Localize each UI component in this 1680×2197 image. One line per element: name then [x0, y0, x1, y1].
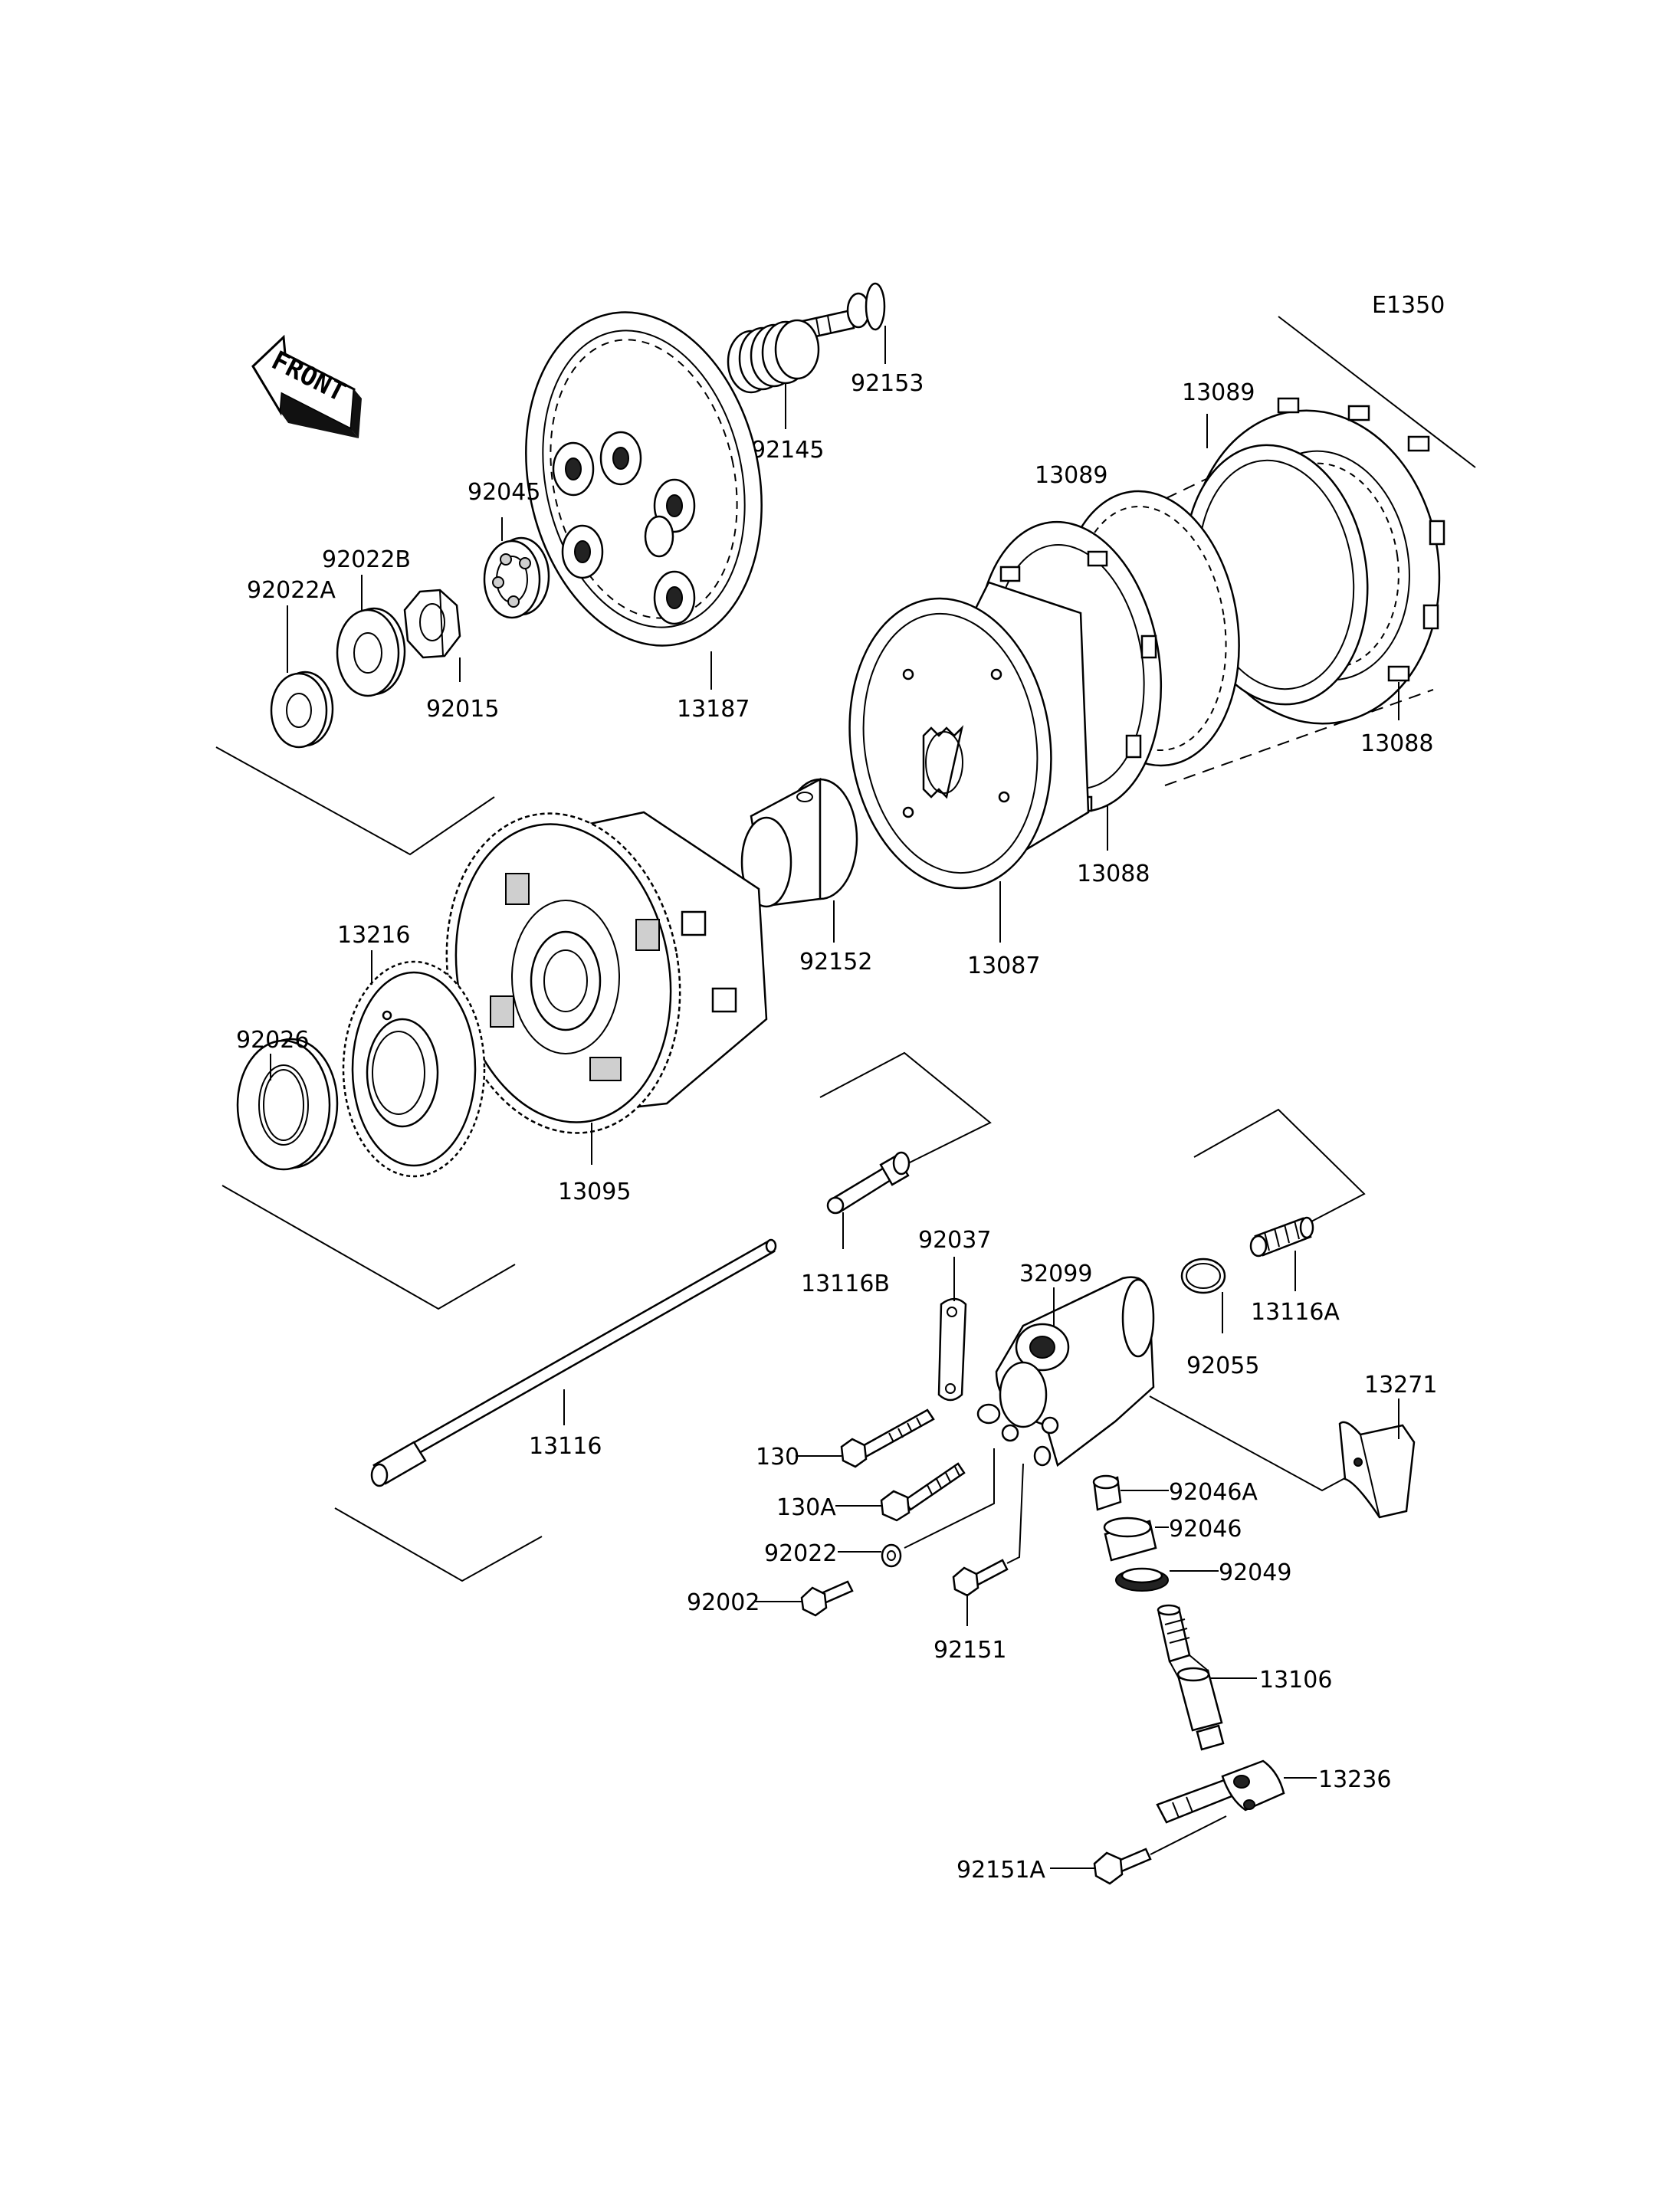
label-13095: 13095	[558, 1179, 631, 1205]
part-13106[interactable]	[1157, 1604, 1225, 1751]
part-92002[interactable]	[800, 1580, 854, 1617]
label-13087: 13087	[967, 953, 1040, 979]
label-13216: 13216	[337, 922, 410, 949]
label-92022B: 92022B	[322, 546, 411, 573]
part-92045[interactable]	[483, 536, 550, 619]
part-92151[interactable]	[952, 1559, 1009, 1597]
label-92055: 92055	[1186, 1353, 1259, 1379]
part-92152[interactable]	[740, 777, 858, 908]
label-92045: 92045	[468, 479, 540, 506]
label-13236: 13236	[1318, 1766, 1391, 1793]
label-13088-right: 13088	[1360, 730, 1433, 757]
part-92026[interactable]	[236, 1038, 339, 1171]
part-92046A[interactable]	[1092, 1474, 1122, 1511]
part-13216[interactable]	[342, 960, 486, 1178]
part-92015[interactable]	[403, 589, 461, 659]
label-13271: 13271	[1364, 1372, 1437, 1399]
part-130[interactable]	[840, 1408, 935, 1468]
label-13187: 13187	[677, 696, 750, 723]
label-92049: 92049	[1219, 1559, 1291, 1586]
front-arrow-icon: FRONT	[251, 334, 362, 438]
label-92046A: 92046A	[1169, 1479, 1258, 1506]
part-13116B[interactable]	[826, 1151, 911, 1215]
part-13116A[interactable]	[1249, 1216, 1314, 1258]
label-13116: 13116	[529, 1433, 602, 1460]
label-92151A: 92151A	[956, 1857, 1045, 1884]
part-92055[interactable]	[1180, 1258, 1226, 1294]
part-92151A[interactable]	[1093, 1848, 1152, 1885]
label-92153: 92153	[851, 370, 924, 397]
label-92015: 92015	[426, 696, 499, 723]
part-130A[interactable]	[880, 1462, 966, 1522]
label-92022A: 92022A	[247, 577, 336, 604]
part-13087[interactable]	[832, 581, 1090, 901]
label-32099: 32099	[1019, 1261, 1092, 1287]
label-13089-right: 13089	[1182, 379, 1255, 406]
part-13095[interactable]	[422, 795, 768, 1152]
part-92022B[interactable]	[336, 607, 406, 697]
label-130: 130	[756, 1444, 799, 1471]
label-92145: 92145	[751, 437, 824, 464]
part-92049[interactable]	[1115, 1567, 1169, 1592]
part-92145[interactable]	[727, 319, 820, 394]
part-92037[interactable]	[937, 1297, 967, 1402]
label-13106: 13106	[1259, 1667, 1332, 1694]
label-13116B: 13116B	[801, 1271, 890, 1297]
part-92022A[interactable]	[270, 671, 334, 749]
label-92026: 92026	[236, 1027, 309, 1054]
part-13187[interactable]	[497, 290, 792, 668]
part-13271[interactable]	[1338, 1421, 1416, 1519]
label-92151: 92151	[934, 1637, 1006, 1664]
label-13089-middle: 13089	[1035, 462, 1107, 489]
part-13116[interactable]	[370, 1238, 777, 1487]
part-92022[interactable]	[881, 1543, 902, 1568]
label-92002: 92002	[687, 1589, 760, 1616]
part-13236[interactable]	[1156, 1759, 1285, 1824]
part-92046[interactable]	[1103, 1517, 1157, 1562]
label-92152: 92152	[799, 949, 872, 976]
label-92022: 92022	[764, 1540, 837, 1567]
part-32099[interactable]	[976, 1276, 1155, 1467]
label-13088-middle: 13088	[1077, 861, 1150, 887]
label-92037: 92037	[918, 1227, 991, 1254]
label-130A: 130A	[776, 1494, 836, 1521]
diagram-code: E1350	[1372, 292, 1445, 319]
label-92046: 92046	[1169, 1516, 1242, 1543]
label-13116A: 13116A	[1251, 1299, 1340, 1326]
